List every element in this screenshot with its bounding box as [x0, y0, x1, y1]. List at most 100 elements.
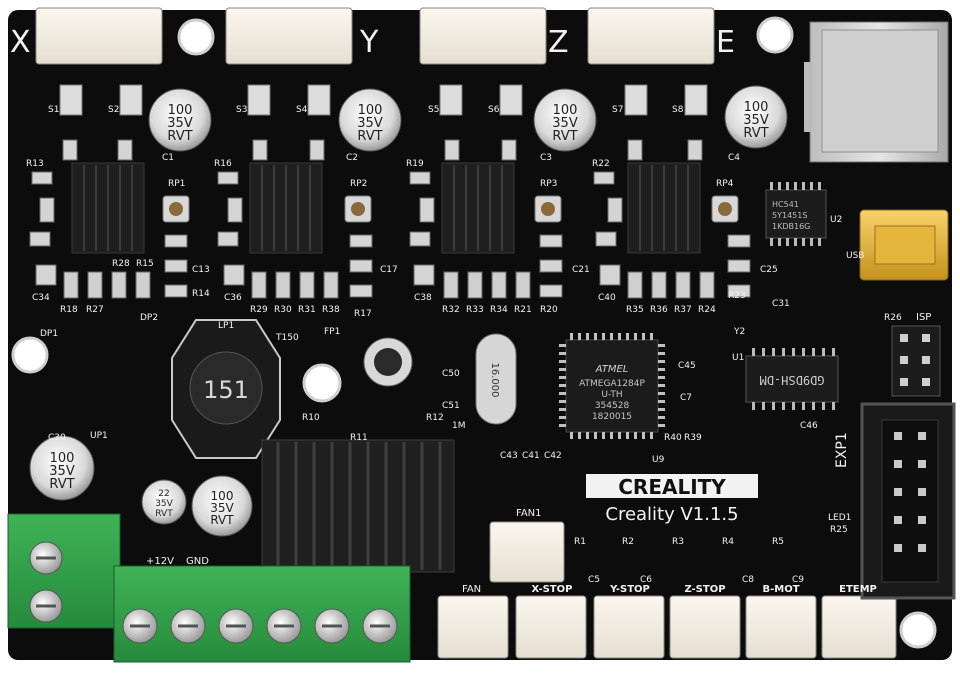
svg-text:R5: R5 [772, 537, 784, 547]
svg-text:R38: R38 [322, 305, 340, 315]
svg-text:R22: R22 [592, 159, 610, 169]
brand-badge [586, 474, 758, 498]
svg-text:R39: R39 [684, 433, 702, 443]
svg-text:C42: C42 [544, 451, 562, 461]
svg-text:R32: R32 [442, 305, 460, 315]
svg-text:U-TH: U-TH [601, 390, 622, 400]
svg-text:FP1: FP1 [324, 327, 340, 337]
svg-text:R33: R33 [466, 305, 484, 315]
svg-text:R23: R23 [728, 291, 746, 301]
power-terminal-left [7, 513, 121, 629]
mount-hole [11, 336, 49, 374]
svg-text:R2: R2 [622, 537, 634, 547]
svg-text:R40: R40 [664, 433, 682, 443]
svg-text:R37: R37 [674, 305, 692, 315]
svg-text:C17: C17 [380, 265, 398, 275]
svg-text:+12V: +12V [146, 556, 174, 567]
svg-text:C45: C45 [678, 361, 696, 371]
svg-text:LED1: LED1 [828, 513, 851, 523]
svg-text:HC541: HC541 [772, 200, 799, 209]
cap-small [141, 479, 187, 525]
svg-text:C51: C51 [442, 401, 460, 411]
svg-text:C25: C25 [760, 265, 778, 275]
svg-text:Y2: Y2 [733, 327, 745, 337]
cap-c28 [191, 475, 253, 537]
svg-text:RVT: RVT [49, 477, 74, 492]
svg-text:35V: 35V [552, 116, 578, 131]
svg-text:R27: R27 [86, 305, 104, 315]
mount-hole [177, 18, 215, 56]
svg-text:C46: C46 [800, 421, 818, 431]
svg-text:FAN: FAN [462, 584, 481, 595]
svg-text:35V: 35V [155, 499, 173, 509]
svg-text:RVT: RVT [743, 126, 768, 141]
svg-text:R34: R34 [490, 305, 508, 315]
svg-text:C38: C38 [414, 293, 432, 303]
svg-text:R10: R10 [302, 413, 320, 423]
svg-text:X-STOP: X-STOP [532, 584, 573, 595]
driver-ic [745, 355, 839, 403]
sense-resistors [59, 84, 708, 116]
brand-logo: CREALITY [618, 475, 726, 499]
svg-text:R1: R1 [574, 537, 586, 547]
svg-text:R31: R31 [298, 305, 316, 315]
svg-text:35V: 35V [49, 464, 75, 479]
svg-text:S5: S5 [428, 105, 439, 115]
svg-text:100: 100 [50, 451, 75, 466]
svg-text:C1: C1 [162, 153, 174, 163]
svg-text:C50: C50 [442, 369, 460, 379]
svg-text:R24: R24 [698, 305, 716, 315]
svg-text:ETEMP: ETEMP [839, 584, 877, 595]
mount-hole [756, 16, 794, 54]
bottom-connectors [437, 521, 897, 659]
svg-text:RVT: RVT [210, 513, 234, 527]
svg-text:R36: R36 [650, 305, 668, 315]
svg-text:R26: R26 [884, 313, 902, 323]
svg-text:FAN1: FAN1 [516, 508, 542, 519]
svg-text:100: 100 [211, 489, 234, 503]
svg-text:R17: R17 [354, 309, 372, 319]
svg-text:ATMEGA1284P: ATMEGA1284P [579, 379, 645, 389]
svg-text:100: 100 [553, 103, 578, 118]
svg-text:R15: R15 [136, 259, 154, 269]
axis-label-e: E [716, 25, 735, 60]
axis-label-z: Z [548, 25, 569, 60]
svg-text:C41: C41 [522, 451, 540, 461]
svg-text:100: 100 [168, 103, 193, 118]
svg-text:S1: S1 [48, 105, 59, 115]
svg-text:35V: 35V [357, 116, 383, 131]
svg-text:U1: U1 [732, 353, 744, 363]
svg-text:R20: R20 [540, 305, 558, 315]
svg-text:Z-STOP: Z-STOP [684, 584, 725, 595]
svg-text:RP1: RP1 [168, 179, 185, 189]
svg-text:S3: S3 [236, 105, 247, 115]
svg-text:C40: C40 [598, 293, 616, 303]
svg-text:U2: U2 [830, 215, 842, 225]
svg-text:C30: C30 [48, 433, 66, 443]
svg-text:100: 100 [358, 103, 383, 118]
svg-text:C5: C5 [588, 575, 600, 585]
svg-text:C4: C4 [728, 153, 740, 163]
mcu-chip [565, 339, 659, 433]
svg-text:16.000: 16.000 [489, 363, 500, 398]
axis-label-y: Y [359, 25, 379, 60]
svg-text:1820015: 1820015 [592, 412, 632, 422]
svg-text:EXP1: EXP1 [834, 432, 850, 468]
svg-text:USB: USB [846, 251, 864, 261]
motor-caps [148, 85, 788, 152]
mount-hole [899, 611, 937, 649]
svg-text:C8: C8 [742, 575, 754, 585]
svg-text:R35: R35 [626, 305, 644, 315]
svg-text:C13: C13 [192, 265, 210, 275]
svg-text:C36: C36 [224, 293, 242, 303]
svg-text:ATMEL: ATMEL [595, 364, 629, 375]
isp-header [891, 325, 941, 397]
svg-text:5Y1451S: 5Y1451S [772, 211, 807, 220]
svg-text:DP1: DP1 [40, 329, 58, 339]
svg-text:1M: 1M [452, 421, 466, 431]
svg-text:R29: R29 [250, 305, 268, 315]
svg-text:R21: R21 [514, 305, 532, 315]
svg-text:C9: C9 [792, 575, 804, 585]
svg-text:GD9DSH-DM: GD9DSH-DM [759, 373, 824, 387]
